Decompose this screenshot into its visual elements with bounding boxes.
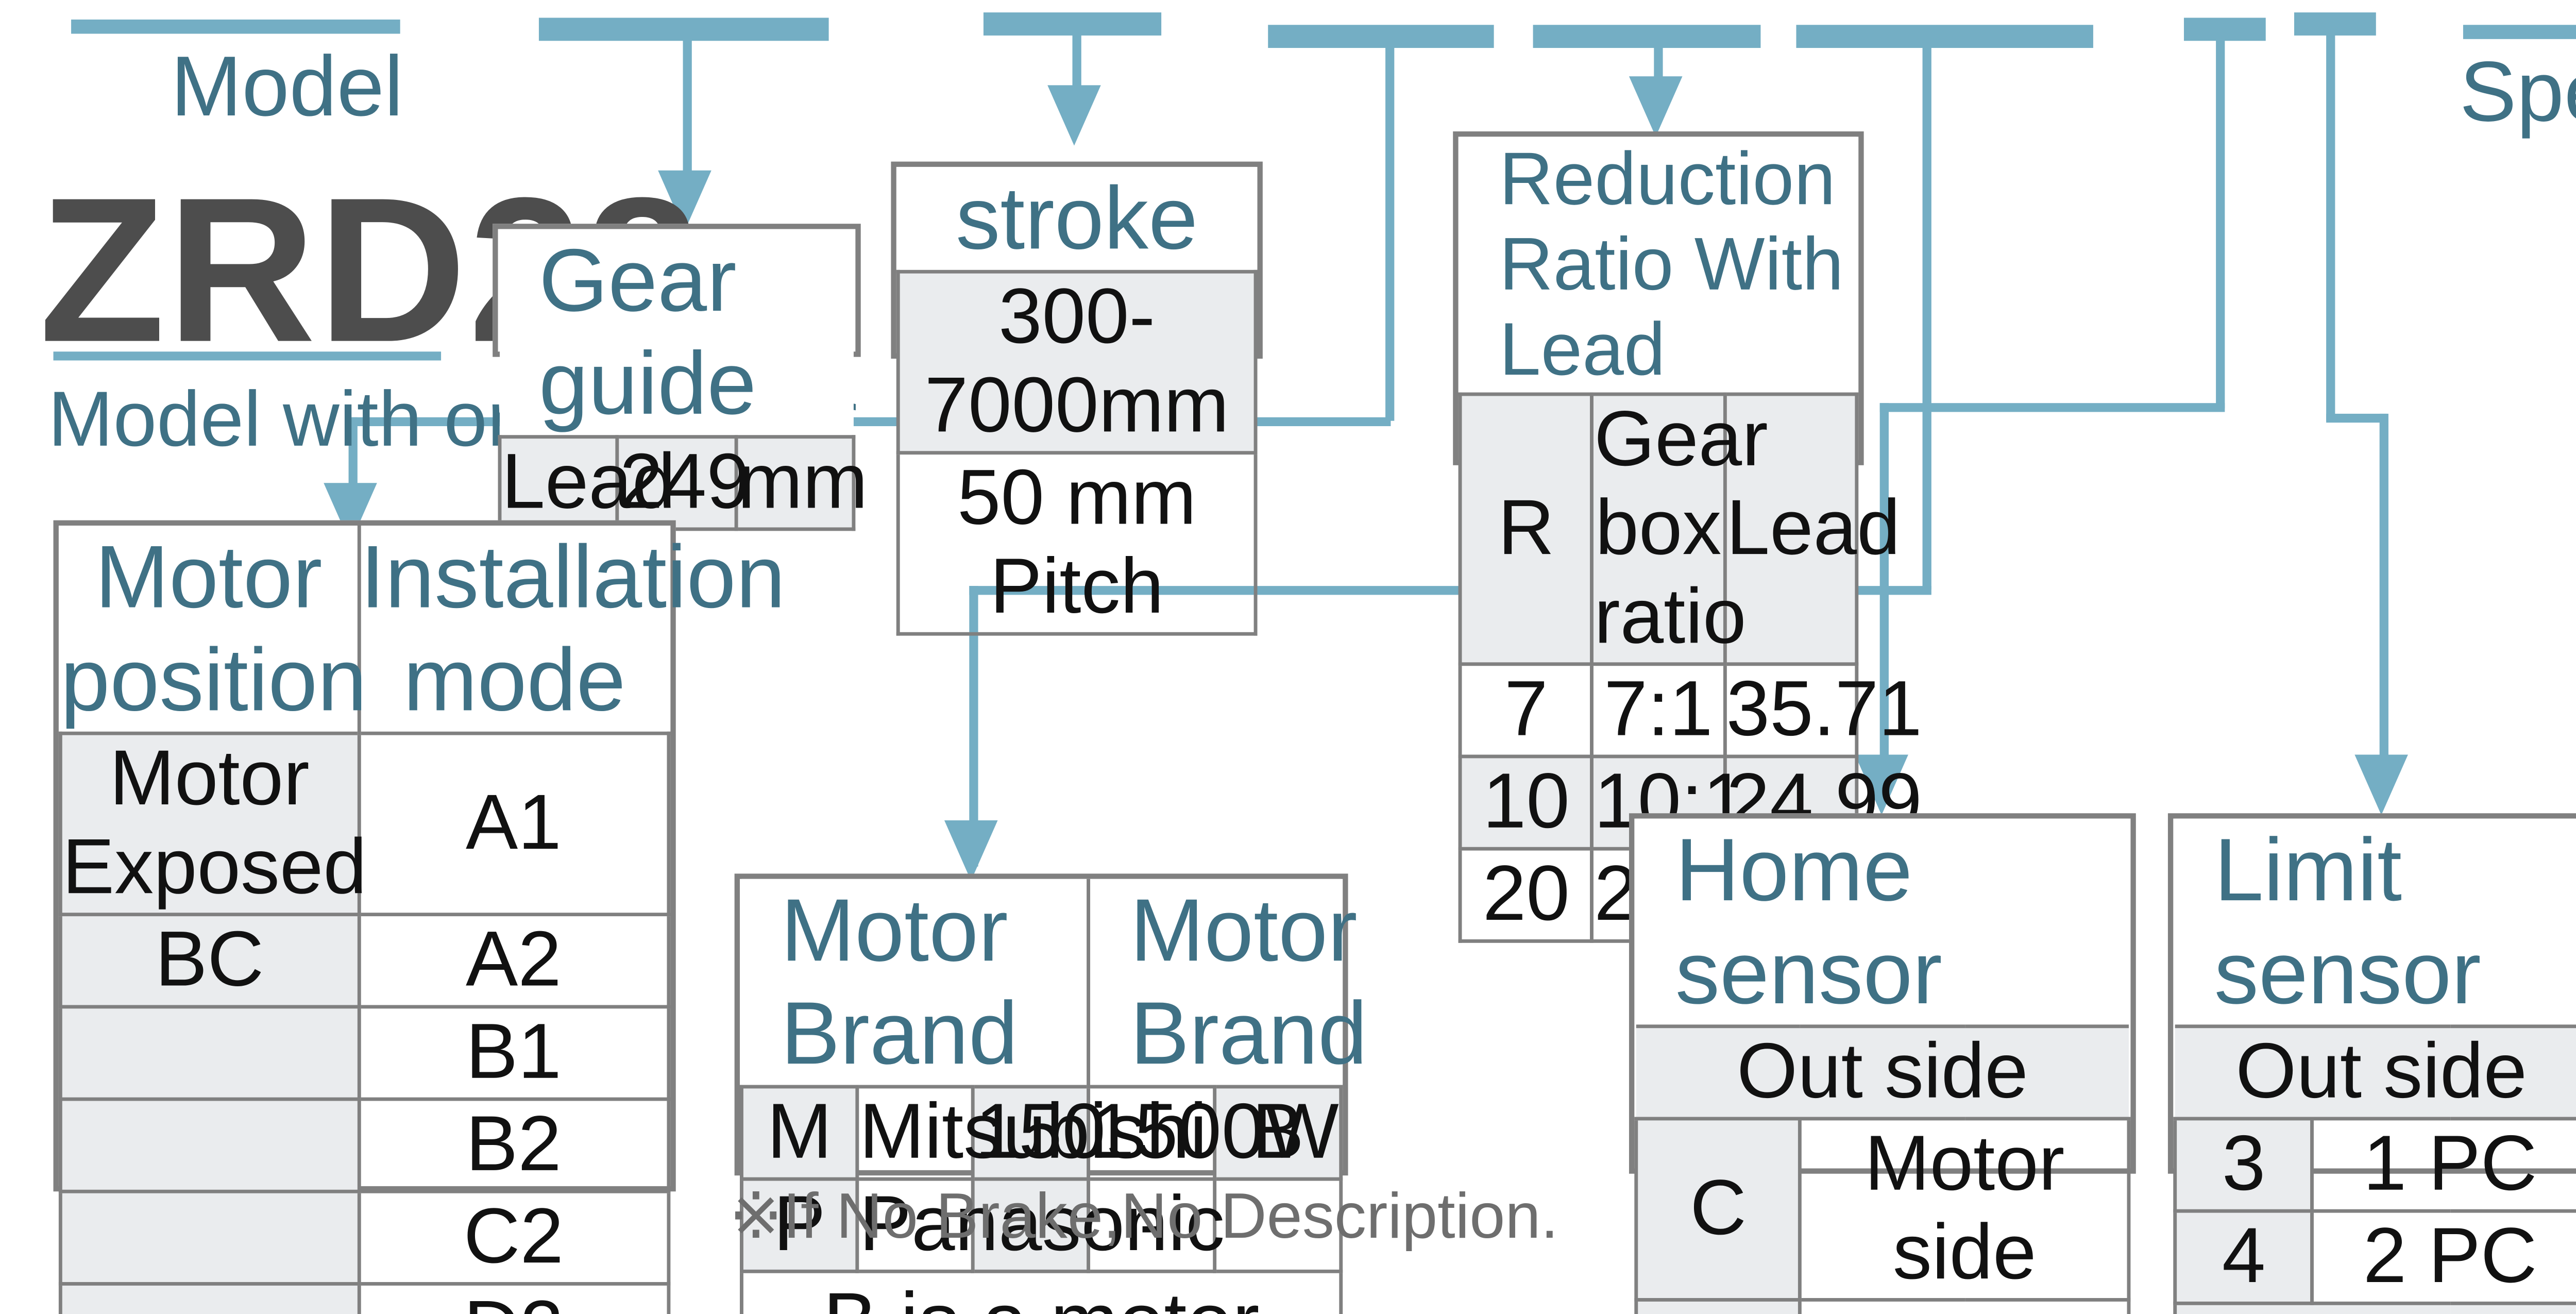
arrow-limit-sensor [2354,754,2408,815]
motor-brand-name-1: Mitsubishi [855,1085,1207,1181]
reduction-r-1: 7 [1458,662,1595,759]
stroke-box: stroke 300-7000mm 50 mm Pitch [891,161,1263,636]
stroke-title: stroke [898,166,1256,272]
reduction-header-gearbox: Gear box ratio [1590,392,1768,666]
installation-mode-value-1: A1 [357,731,671,917]
arrow-reduction [1629,76,1683,137]
installation-mode-value-5: C2 [357,1189,671,1286]
motor-brake-1: B [1213,1085,1343,1181]
limit-sensor-title: Limit sensor [2175,818,2576,1026]
motor-position-header: Motor position [60,526,367,734]
motor-brand-box: Motor Brand Motor Brand M Mitsubishi 150… [734,873,1367,1314]
limit-sensor-label-2: 2 PC [2311,1209,2576,1305]
stroke-pitch: 50 mm Pitch [896,451,1258,636]
home-sensor-label-2: Opposide Motor side [1799,1298,2137,1314]
installation-mode-header: Installation mode [358,526,786,734]
top-cap-model [71,19,400,34]
top-cap-stroke [983,12,1162,36]
motor-brand-code-1: M [739,1085,859,1181]
gear-guide-lead-label: Lead [498,435,675,531]
reduction-r-3: 20 [1458,847,1595,943]
connector-home-sensor-v1 [2216,28,2225,409]
connector-gear-guide [683,28,692,206]
motor-brake-2 [1213,1177,1343,1273]
label-special-order: Special Order No. [2460,46,2576,141]
motor-power-code-2 [971,1177,1091,1273]
model-divider [53,351,442,361]
motor-position-value-4 [58,1097,361,1193]
limit-sensor-subhead: Out side [2175,1024,2576,1121]
installation-mode-value-2: A2 [357,913,671,1009]
reduction-r-2: 10 [1458,754,1595,851]
limit-sensor-code-1: 3 [2173,1117,2315,1213]
limit-sensor-label2-3: No sensor [2450,1301,2576,1314]
top-cap-reduction [1533,25,1761,48]
connector-motor-position-v1 [1385,35,1395,421]
connector-limit-sensor-v2 [2379,413,2388,799]
limit-sensor-code-3 [2173,1301,2313,1314]
limit-sensor-label-3: SENSOR [2312,1301,2450,1314]
gear-guide-lead-value: 249 [616,435,750,531]
top-cap-motor-position [1268,25,1494,48]
top-cap-special-order [2463,25,2576,39]
home-sensor-subhead: Out side [1636,1024,2129,1121]
home-sensor-title: Home sensor [1636,818,2129,1026]
limit-sensor-label-1: 1 PC [2311,1117,2576,1213]
home-sensor-code-2: D [1634,1298,1802,1314]
reduction-gb-1: 7:1 [1590,662,1726,759]
motor-brand-note: ※If No Brake,No Description. [729,1179,1559,1252]
motor-position-value-6 [58,1282,361,1314]
motor-position-value-5 [58,1189,361,1286]
top-cap-limit-sensor [2294,12,2376,36]
installation-mode-value-3: B1 [357,1005,671,1101]
motor-power-2: - [1087,1177,1217,1273]
reduction-title: Reduction Ratio With Lead [1460,137,1857,394]
connector-home-sensor-v2 [1879,403,1889,798]
top-cap-motor-brand [1796,25,2093,48]
motor-position-value-1: Motor Exposed [58,731,367,917]
gear-guide-box: Gear guide Lead 249 mm [493,224,868,531]
reduction-lead-1: 35.71 [1722,662,1922,759]
gear-guide-lead-unit: mm [734,435,868,531]
stroke-range: 300-7000mm [896,269,1258,455]
installation-mode-value-4: B2 [357,1097,671,1193]
motor-position-box: Motor position Installation mode Motor E… [53,520,786,1314]
reduction-header-r: R [1458,392,1595,666]
motor-power-code-1: 150 [971,1085,1106,1181]
motor-brand-footer: B is a motor with a brake [739,1269,1343,1314]
arrow-motor-brand [944,820,998,881]
motor-position-value-2: BC [58,913,361,1009]
connector-motor-brand-v2 [969,586,978,867]
motor-brand-title-left: Motor Brand [741,879,1091,1087]
limit-sensor-code-2: 4 [2173,1209,2315,1305]
label-model: Model [171,41,403,135]
connector-limit-sensor-h [2326,413,2387,423]
connector-limit-sensor-v1 [2326,23,2335,421]
arrow-stroke [1047,85,1101,146]
home-sensor-box: Home sensor Out side C Motor side D Oppo… [1629,813,2137,1314]
motor-brand-code-2: P [739,1177,859,1273]
limit-sensor-box: Limit sensor Out side 3 1 PC 4 2 PC SENS… [2167,813,2576,1314]
motor-brand-title-right: Motor Brand [1089,879,1367,1087]
motor-power-1: 1500W [1087,1085,1339,1181]
home-sensor-label-1: Motor side [1799,1117,2131,1302]
installation-mode-value-6: D2 [357,1282,671,1314]
connector-home-sensor-h [1879,403,2225,412]
arrow-gear-guide [658,170,711,231]
reduction-ratio-box: Reduction Ratio With Lead R Gear box rat… [1453,131,1922,943]
arrow-home-sensor [1855,754,1908,815]
home-sensor-code-1: C [1634,1117,1802,1302]
connector-motor-brand-v1 [1922,35,1931,590]
reduction-header-lead: Lead [1722,392,1901,666]
gear-guide-title: Gear guide [499,229,854,437]
motor-position-value-3 [58,1005,361,1101]
